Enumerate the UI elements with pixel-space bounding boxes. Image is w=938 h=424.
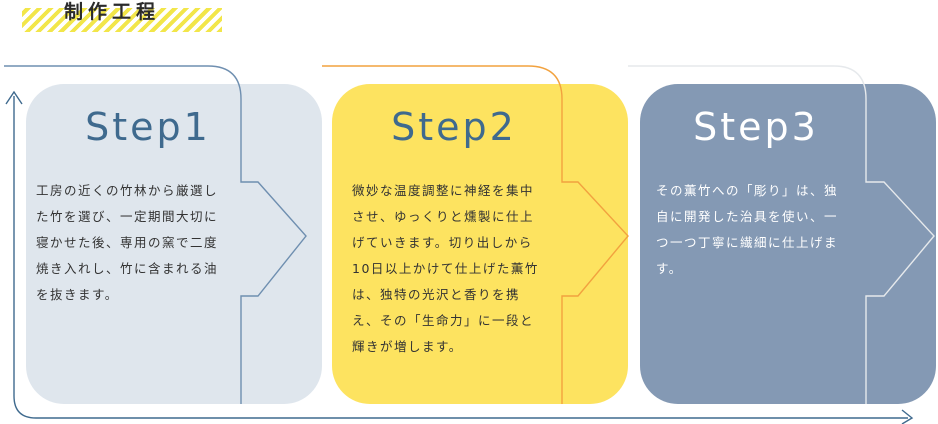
description-line: は、独特の光沢と香りを携: [352, 287, 521, 302]
description-line: 微妙な温度調整に神経を集中: [352, 183, 535, 198]
description-line: させ、ゆっくりと燻製に仕上: [352, 209, 535, 224]
step-card-2: Step2 微妙な温度調整に神経を集中 させ、ゆっくりと燻製に仕上 げていきます…: [332, 84, 628, 404]
step-description: 工房の近くの竹林から厳選し た竹を選び、一定期間大切に 寝かせた後、専用の窯で二…: [36, 178, 248, 308]
step-description: 微妙な温度調整に神経を集中 させ、ゆっくりと燻製に仕上 げていきます。切り出しか…: [352, 178, 564, 360]
step-title: Step1: [85, 105, 211, 149]
description-line: 10日以上かけて仕上げた薫竹: [352, 261, 539, 276]
section-heading: 制作工程: [22, 0, 222, 34]
description-line: 輝きが増します。: [352, 339, 463, 354]
description-line: その薫竹への「彫り」は、独: [656, 183, 839, 198]
description-line: 工房の近くの竹林から厳選し: [36, 183, 219, 198]
description-line: を抜きます。: [36, 287, 119, 302]
heading-stripes: [22, 8, 222, 32]
step-title: Step2: [391, 105, 517, 149]
description-line: つ一つ丁寧に繊細に仕上げま: [656, 235, 839, 250]
description-line: げていきます。切り出しから: [352, 235, 533, 250]
description-line: え、その「生命力」に一段と: [352, 313, 535, 328]
description-line: す。: [656, 261, 683, 276]
description-line: 寝かせた後、専用の窯で二度: [36, 235, 219, 250]
flow-loop-arrow-icon: [13, 96, 908, 419]
step-description: その薫竹への「彫り」は、独 自に開発した治具を使い、一 つ一つ丁寧に繊細に仕上げ…: [656, 178, 856, 282]
arrow-right-outline-icon: [628, 65, 935, 404]
description-line: 自に開発した治具を使い、一: [656, 209, 839, 224]
step-title: Step3: [693, 105, 819, 149]
step-card-1: Step1 工房の近くの竹林から厳選し た竹を選び、一定期間大切に 寝かせた後、…: [26, 84, 322, 404]
arrow-right-outline-icon: [322, 65, 629, 404]
arrow-right-outline-icon: [4, 65, 307, 404]
step-card-3: Step3 その薫竹への「彫り」は、独 自に開発した治具を使い、一 つ一つ丁寧に…: [640, 84, 936, 404]
flow-loop-arrowhead-right: [901, 409, 914, 424]
description-line: た竹を選び、一定期間大切に: [36, 209, 219, 224]
description-line: 焼き入れし、竹に含まれる油: [36, 261, 219, 276]
section-title: 制作工程: [64, 1, 161, 23]
flow-loop-arrowhead-up: [5, 90, 23, 105]
